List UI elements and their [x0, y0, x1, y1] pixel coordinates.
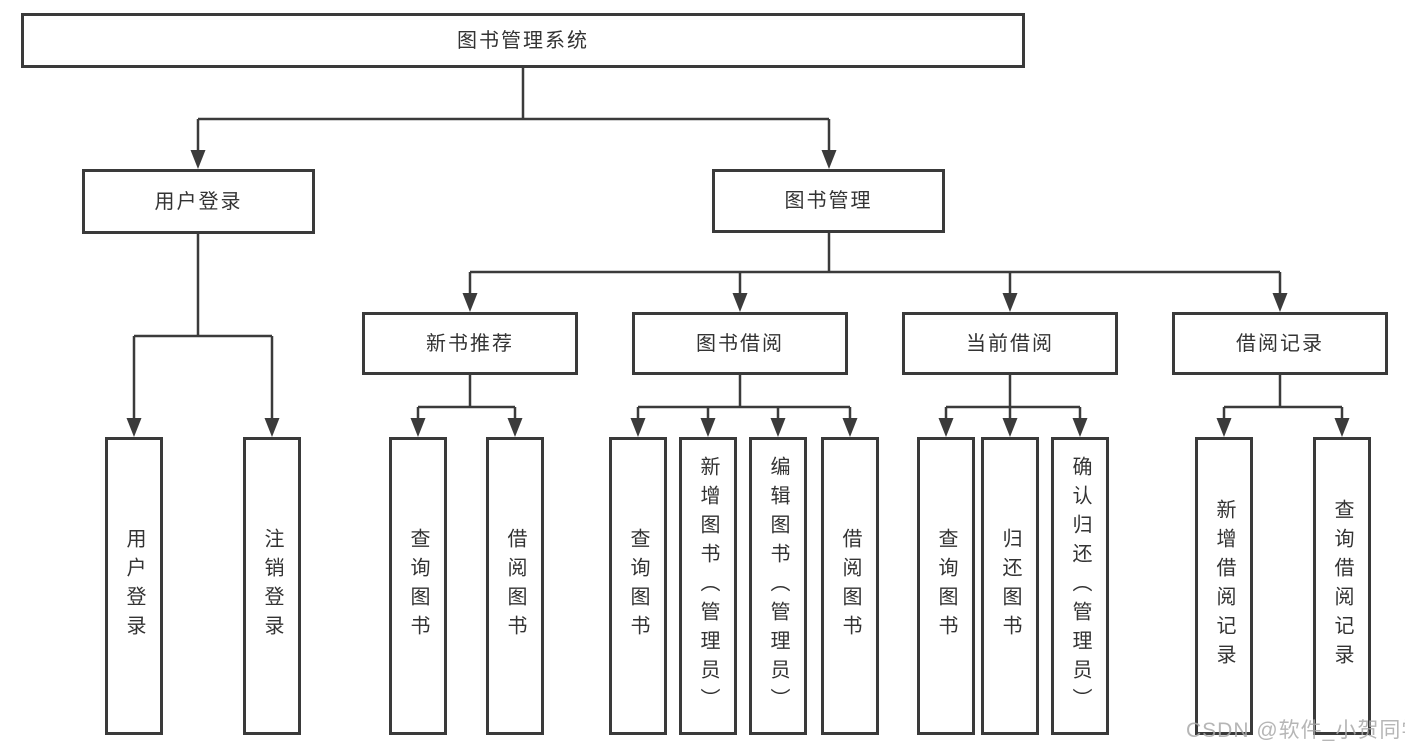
node-borrow-records: 借阅记录 [1172, 312, 1388, 375]
leaf-query-books-current: 查询图书 [917, 437, 975, 735]
node-new-book-recommend: 新书推荐 [362, 312, 578, 375]
leaf-borrow-books-recommend: 借阅图书 [486, 437, 544, 735]
leaf-add-books-admin: 新增图书（管理员） [679, 437, 737, 735]
leaf-query-borrow-record: 查询借阅记录 [1313, 437, 1371, 735]
node-book-management: 图书管理 [712, 169, 945, 233]
leaf-add-borrow-record: 新增借阅记录 [1195, 437, 1253, 735]
node-root: 图书管理系统 [21, 13, 1025, 68]
node-current-borrow: 当前借阅 [902, 312, 1118, 375]
leaf-edit-books-admin: 编辑图书（管理员） [749, 437, 807, 735]
node-book-borrow: 图书借阅 [632, 312, 848, 375]
leaf-user-login: 用户登录 [105, 437, 163, 735]
leaf-query-books-recommend: 查询图书 [389, 437, 447, 735]
leaf-borrow-books: 借阅图书 [821, 437, 879, 735]
leaf-confirm-return-admin: 确认归还（管理员） [1051, 437, 1109, 735]
leaf-logout: 注销登录 [243, 437, 301, 735]
leaf-return-books: 归还图书 [981, 437, 1039, 735]
leaf-query-books-borrow: 查询图书 [609, 437, 667, 735]
node-user-login: 用户登录 [82, 169, 315, 234]
csdn-watermark: CSDN @软件_小贺同学 [1186, 719, 1405, 742]
